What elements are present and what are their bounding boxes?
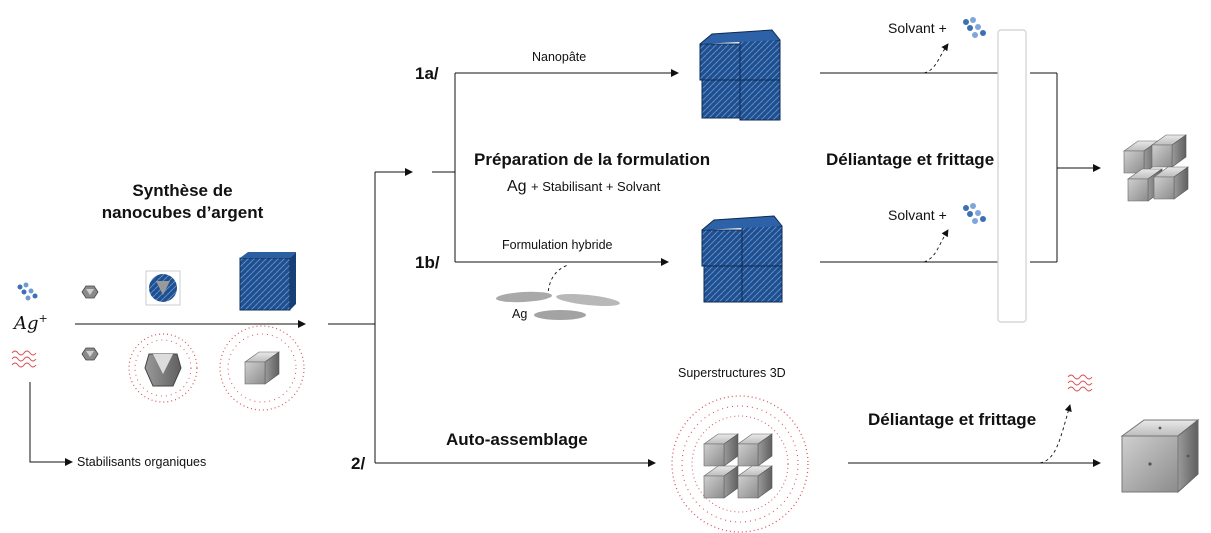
route-1a-label: 1a/ xyxy=(415,64,439,83)
seed-cuboctahedron-icon xyxy=(81,285,99,299)
solvent-label-top: Solvant + xyxy=(888,20,947,36)
organic-ligand-icon xyxy=(11,350,37,368)
self-assembly-title: Auto-assemblage xyxy=(446,430,588,449)
route-1b-label: 1b/ xyxy=(415,253,440,272)
hybrid-formulation-label: Formulation hybride xyxy=(502,238,613,252)
sintering-bar xyxy=(997,29,1027,323)
solvent-molecule-icon xyxy=(963,17,986,38)
released-ligand-icon xyxy=(1067,374,1093,392)
sintering-title-top: Déliantage et frittage xyxy=(826,150,995,169)
dense-cube-icon xyxy=(1120,418,1200,494)
solvent-molecule-icon xyxy=(963,203,986,224)
sintered-cluster-icon xyxy=(1123,134,1189,202)
formulation-rest: + Stabilisant + Solvant xyxy=(531,179,661,194)
ag-salt-molecule-icon xyxy=(17,282,38,301)
precursor-symbol: Ag xyxy=(14,313,39,334)
hybrid-cluster-icon xyxy=(701,215,783,303)
superstructures-label: Superstructures 3D xyxy=(678,366,786,380)
seed-cuboctahedron-ligand-icon xyxy=(81,347,99,361)
formulation-components: Ag + Stabilisant + Solvant xyxy=(507,178,660,196)
route-2-label: 2/ xyxy=(351,454,366,473)
synthesis-title: Synthèse de nanocubes d’argent xyxy=(95,180,270,224)
formulation-title: Préparation de la formulation xyxy=(474,150,711,169)
sintering-title-bottom: Déliantage et frittage xyxy=(868,410,1037,429)
formulation-ag: Ag xyxy=(507,178,527,195)
nanopaste-label: Nanopâte xyxy=(532,50,587,64)
blue-cube-icon xyxy=(239,252,296,311)
solvent-label-bottom: Solvant + xyxy=(888,207,947,223)
superstructure-3d-icon xyxy=(671,395,809,533)
synthesis-title-line2: nanocubes d’argent xyxy=(101,203,264,222)
precursor-charge: + xyxy=(38,312,48,325)
stabilizer-label: Stabilisants organiques xyxy=(77,455,207,469)
ag-flakes-icon xyxy=(496,291,620,320)
ligand-truncated-cube-icon xyxy=(128,333,198,403)
ag-flakes-label: Ag xyxy=(512,307,528,321)
nanopaste-cluster-icon xyxy=(699,29,781,121)
synthesis-title-line1: Synthèse de xyxy=(132,181,233,200)
ligand-cube-icon xyxy=(219,325,305,411)
precursor-label: Ag+ xyxy=(14,312,48,334)
blue-truncated-cube-icon xyxy=(145,270,181,306)
